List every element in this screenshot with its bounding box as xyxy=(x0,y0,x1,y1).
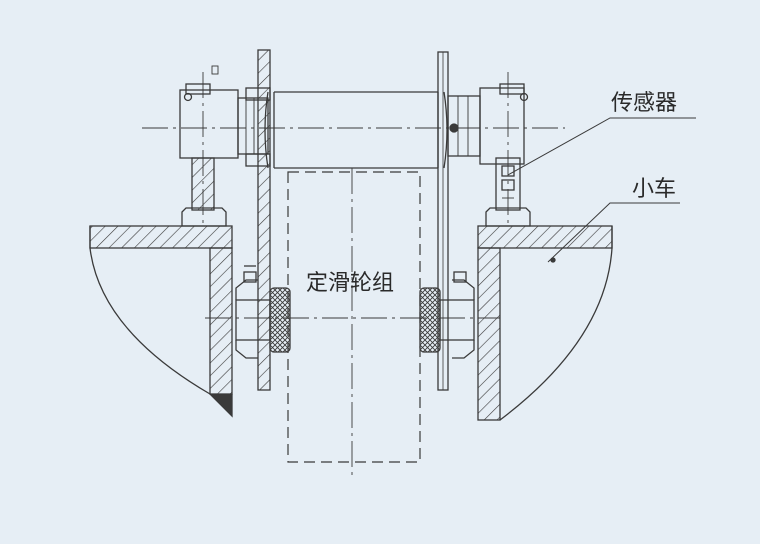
drum-shaft xyxy=(264,91,448,169)
trolley-leader xyxy=(547,202,680,263)
label-fixed-pulley-block: 定滑轮组 xyxy=(306,271,394,296)
label-sensor: 传感器 xyxy=(611,91,677,116)
left-support-post xyxy=(181,157,227,227)
left-side-plate xyxy=(257,49,271,391)
right-trolley-frame xyxy=(477,225,613,421)
sensor-leader xyxy=(507,117,696,176)
left-trolley-frame xyxy=(89,225,233,418)
left-guide-roller xyxy=(235,265,291,359)
label-trolley: 小车 xyxy=(632,177,676,202)
right-bearing-assembly xyxy=(447,83,529,165)
left-bearing-assembly xyxy=(179,65,271,167)
leader-lines xyxy=(507,117,696,263)
sensor xyxy=(485,157,531,227)
fixed-pulley-block-outline xyxy=(287,171,421,463)
right-side-plate xyxy=(437,51,449,391)
centerlines xyxy=(142,72,565,480)
right-guide-roller xyxy=(419,271,475,359)
